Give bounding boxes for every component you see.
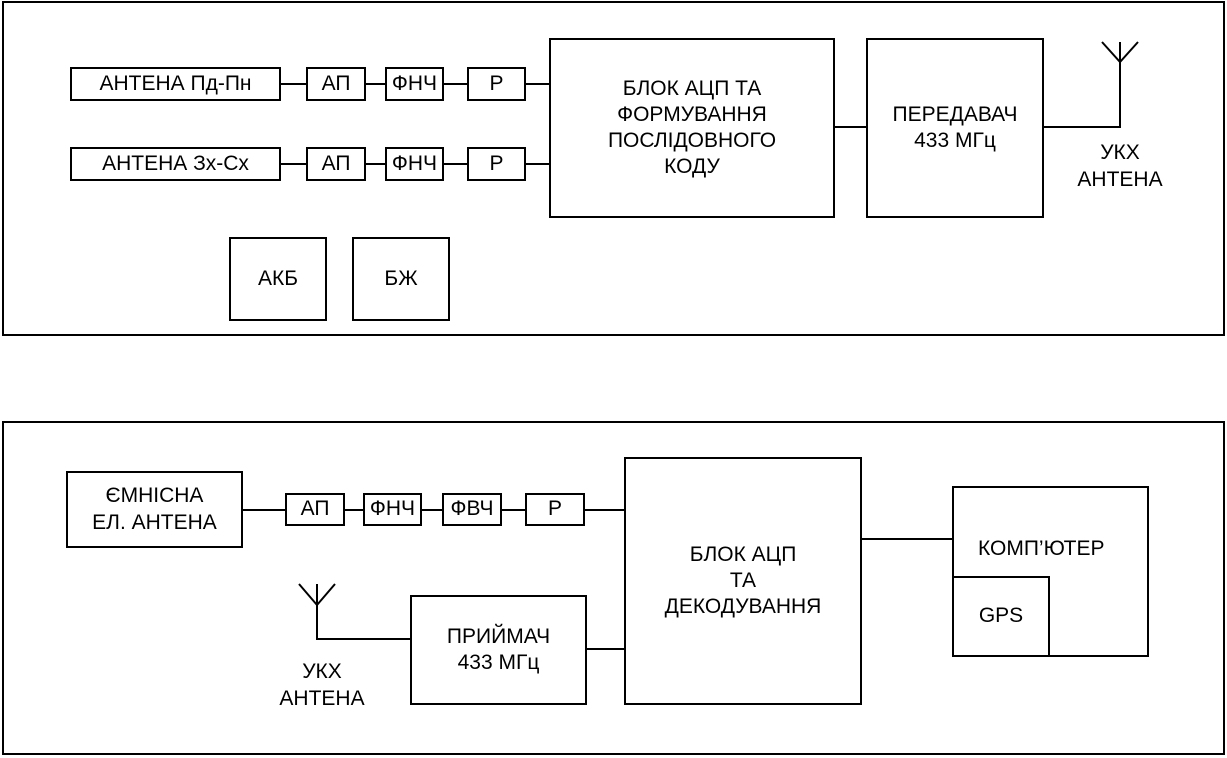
transmitter-block: ПЕРЕДАВАЧ 433 МГц [866,38,1044,218]
wire [1043,42,1121,128]
lpf-label: ФНЧ [369,497,416,521]
lpf-label: ФНЧ [391,151,438,175]
antenna-ns-box: АНТЕНА Пд-Пн [70,67,281,101]
capacitive-antenna-label: ЄМНІСНА ЕЛ. АНТЕНА [92,484,217,534]
r-label: Р [547,497,562,521]
amp-box-rx: АП [285,493,345,526]
psu-block: БЖ [352,237,450,321]
antenna-ns-label: АНТЕНА Пд-Пн [99,71,252,95]
hpf-box-rx: ФВЧ [442,493,502,526]
antenna-icon [298,583,336,607]
r-box-2: Р [467,147,526,181]
r-label: Р [489,71,504,95]
amp-label: АП [321,151,351,175]
adc-encoding-block: БЛОК АЦП ТА ФОРМУВАННЯ ПОСЛІДОВНОГО КОДУ [549,38,835,218]
adc-decoding-label: БЛОК АЦП ТА ДЕКОДУВАННЯ [664,542,822,619]
computer-label: КОМП’ЮТЕР [978,537,1105,560]
capacitive-antenna-box: ЄМНІСНА ЕЛ. АНТЕНА [66,471,243,548]
lpf-box-rx: ФНЧ [363,493,422,526]
transmitter-label: ПЕРЕДАВАЧ 433 МГц [892,102,1018,152]
receiver-label: ПРИЙМАЧ 433 МГц [446,624,551,674]
gps-label: GPS [978,604,1024,628]
adc-decoding-block: БЛОК АЦП ТА ДЕКОДУВАННЯ [624,457,862,705]
lpf-label: ФНЧ [391,71,438,95]
tx-vhf-antenna-label: УКХ АНТЕНА [1077,141,1163,192]
receiver-frame [2,421,1225,755]
receiver-block: ПРИЙМАЧ 433 МГц [410,595,587,705]
hpf-label: ФВЧ [450,497,494,521]
amp-box-1: АП [306,67,366,101]
antenna-icon [1101,41,1139,64]
r-label: Р [489,151,504,175]
battery-label: АКБ [257,266,299,290]
psu-label: БЖ [384,266,418,290]
lpf-box-1: ФНЧ [385,67,444,101]
battery-block: АКБ [229,237,327,321]
r-box-1: Р [467,67,526,101]
rx-vhf-antenna-label: УКХ АНТЕНА [279,660,365,711]
r-box-rx: Р [525,493,585,526]
transmitter-frame [2,1,1225,336]
amp-box-2: АП [306,147,366,181]
lpf-box-2: ФНЧ [385,147,444,181]
wire [316,584,411,640]
amp-label: АП [321,71,351,95]
adc-encoding-label: БЛОК АЦП ТА ФОРМУВАННЯ ПОСЛІДОВНОГО КОДУ [607,76,777,179]
antenna-we-box: АНТЕНА Зх-Сх [70,147,281,181]
gps-block: GPS [952,576,1050,657]
antenna-we-label: АНТЕНА Зх-Сх [102,151,249,175]
amp-label: АП [300,497,330,521]
